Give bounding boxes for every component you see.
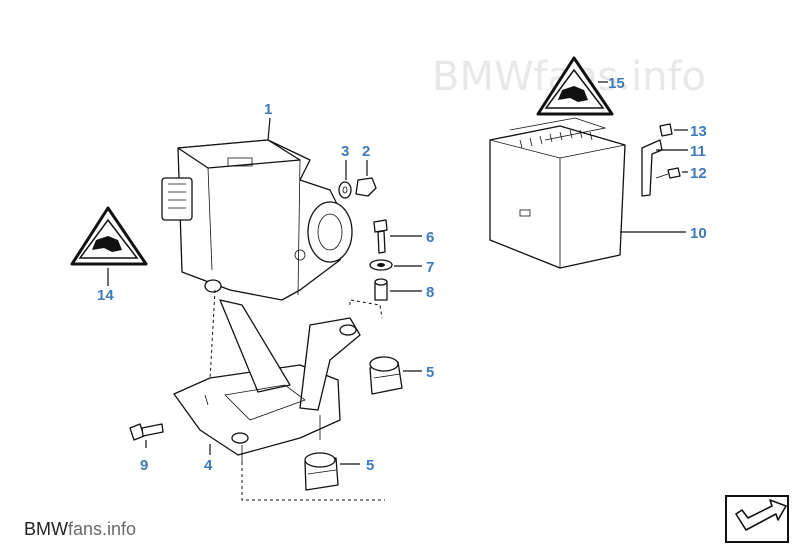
callout-13: 13 xyxy=(690,123,707,140)
next-page-arrow-icon[interactable] xyxy=(725,495,789,543)
callout-1: 1 xyxy=(264,101,272,118)
bolt-washer-sleeve xyxy=(369,219,393,301)
watermark-bottom-rest: fans.info xyxy=(68,519,136,539)
callout-14: 14 xyxy=(97,287,114,304)
callout-3: 3 xyxy=(341,143,349,160)
callout-9: 9 xyxy=(140,457,148,474)
callout-12: 12 xyxy=(690,165,707,182)
module-bracket-hardware xyxy=(641,123,681,197)
leader-lines xyxy=(107,81,688,465)
warning-triangle-icon xyxy=(70,206,148,266)
rubber-mount-lower xyxy=(304,452,339,491)
callout-11: 11 xyxy=(690,143,706,160)
warning-triangle-icon xyxy=(536,56,614,116)
abs-hydraulic-unit xyxy=(161,139,353,301)
callout-2: 2 xyxy=(362,143,370,160)
watermark-bottom-brand: BMW xyxy=(24,519,68,539)
nut-and-washer xyxy=(338,177,377,199)
callout-4: 4 xyxy=(204,457,213,474)
rubber-mount-upper xyxy=(369,356,403,395)
callout-5-lower: 5 xyxy=(366,457,374,474)
callout-7: 7 xyxy=(426,259,434,276)
callout-8: 8 xyxy=(426,284,434,301)
watermark-bottom: BMWfans.info xyxy=(24,519,136,539)
callout-15: 15 xyxy=(608,75,625,92)
mounting-bracket xyxy=(173,299,361,462)
callout-5-upper: 5 xyxy=(426,364,434,381)
callout-10: 10 xyxy=(690,225,707,242)
abs-control-module xyxy=(489,117,626,269)
bolt-9 xyxy=(129,423,164,441)
callout-6: 6 xyxy=(426,229,434,246)
